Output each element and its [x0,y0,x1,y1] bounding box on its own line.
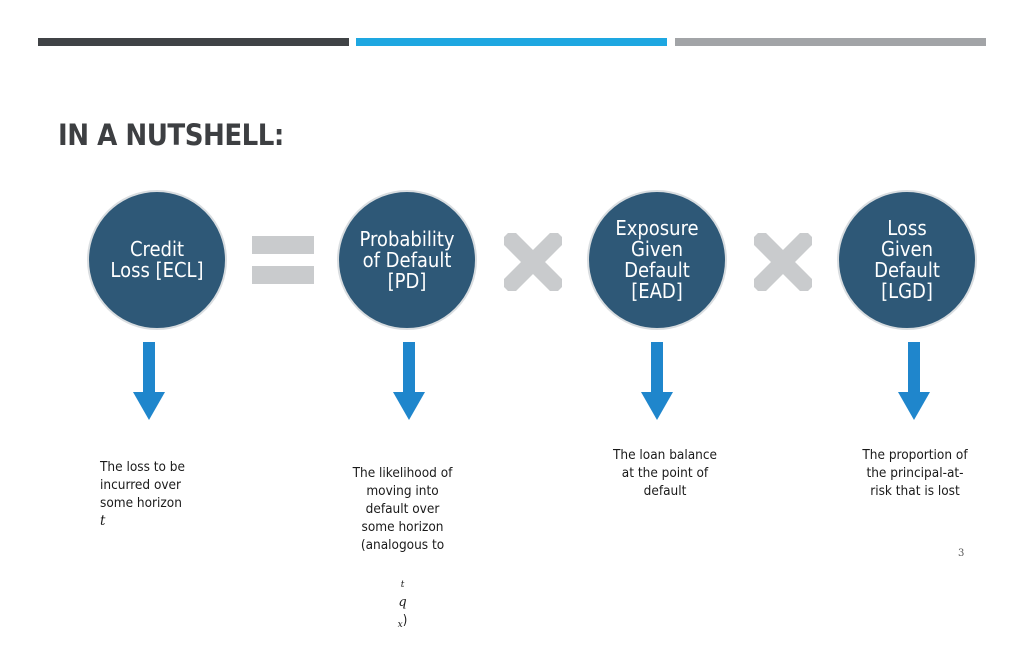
horizon-variable: t [100,513,106,529]
multiply-icon [754,233,812,291]
formula-tqx: t q x) [340,554,465,634]
top-bar-dark [38,38,349,46]
top-bar-blue [356,38,667,46]
formula-main: q [398,595,407,610]
top-bar-gray [675,38,986,46]
arrow-down-icon [641,342,673,420]
circle-label-ead: Exposure Given Default [EAD] [615,216,699,303]
formula-close: ) [402,613,408,628]
description-lgd: The proportion of the principal-at- risk… [862,447,968,499]
equals-icon [252,236,314,284]
arrow-down-icon [393,342,425,420]
description-pd-text: The likelihood of moving into default ov… [352,465,453,553]
arrow-down-icon [898,342,930,420]
circle-loss-given-default: Loss Given Default [LGD] [837,190,977,330]
description-pd: The likelihood of moving into default ov… [340,446,465,652]
description-ead: The loan balance at the point of default [612,447,718,499]
formula-sub-left: t [400,580,405,590]
description-ecl: The loss to be incurred over some horizo… [100,440,196,548]
slide-title: IN A NUTSHELL: [58,118,284,152]
arrow-down-icon [133,342,165,420]
circle-label-pd: Probability of Default [PD] [359,226,455,293]
multiply-icon [504,233,562,291]
circle-label-ecl: Credit Loss [ECL] [110,237,204,282]
circle-label-lgd: Loss Given Default [LGD] [874,216,940,303]
description-ecl-text: The loss to be incurred over some horizo… [100,459,185,511]
circle-exposure-given-default: Exposure Given Default [EAD] [587,190,727,330]
circle-credit-loss: Credit Loss [ECL] [87,190,227,330]
circle-probability-of-default: Probability of Default [PD] [337,190,477,330]
page-number: 3 [958,548,965,559]
